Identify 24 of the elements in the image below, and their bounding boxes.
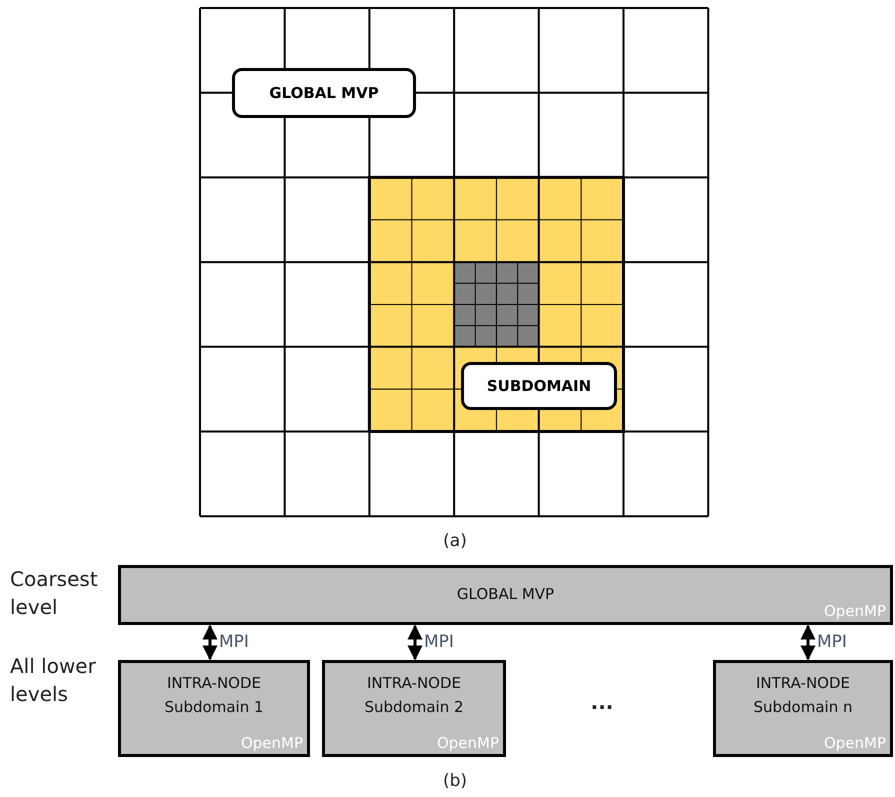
caption: (b) [442, 770, 468, 793]
box-title: INTRA-NODE Subdomain n [752, 673, 854, 718]
box-note: OpenMP [436, 734, 499, 752]
double-arrow [800, 624, 816, 660]
process-box [322, 660, 506, 757]
process-box [118, 565, 893, 625]
level-label: Coarsest level [10, 566, 99, 621]
box-note: OpenMP [824, 734, 886, 752]
callout-box [461, 362, 617, 410]
double-arrow [202, 624, 218, 660]
double-arrow [408, 624, 422, 660]
ellipsis: ... [590, 689, 614, 716]
box-title: GLOBAL MVP [456, 584, 556, 605]
box-title: INTRA-NODE Subdomain 2 [363, 673, 465, 718]
box-note: OpenMP [240, 734, 303, 752]
box-note: OpenMP [824, 602, 886, 620]
caption: (a) [442, 530, 468, 553]
box-title: INTRA-NODE Subdomain 1 [163, 673, 265, 718]
level-label: All lower levels [10, 653, 97, 708]
callout-box [232, 68, 416, 118]
process-box [118, 660, 310, 757]
callout-text: SUBDOMAIN [486, 377, 592, 395]
process-box [713, 660, 893, 757]
callout-text: GLOBAL MVP [269, 84, 379, 102]
